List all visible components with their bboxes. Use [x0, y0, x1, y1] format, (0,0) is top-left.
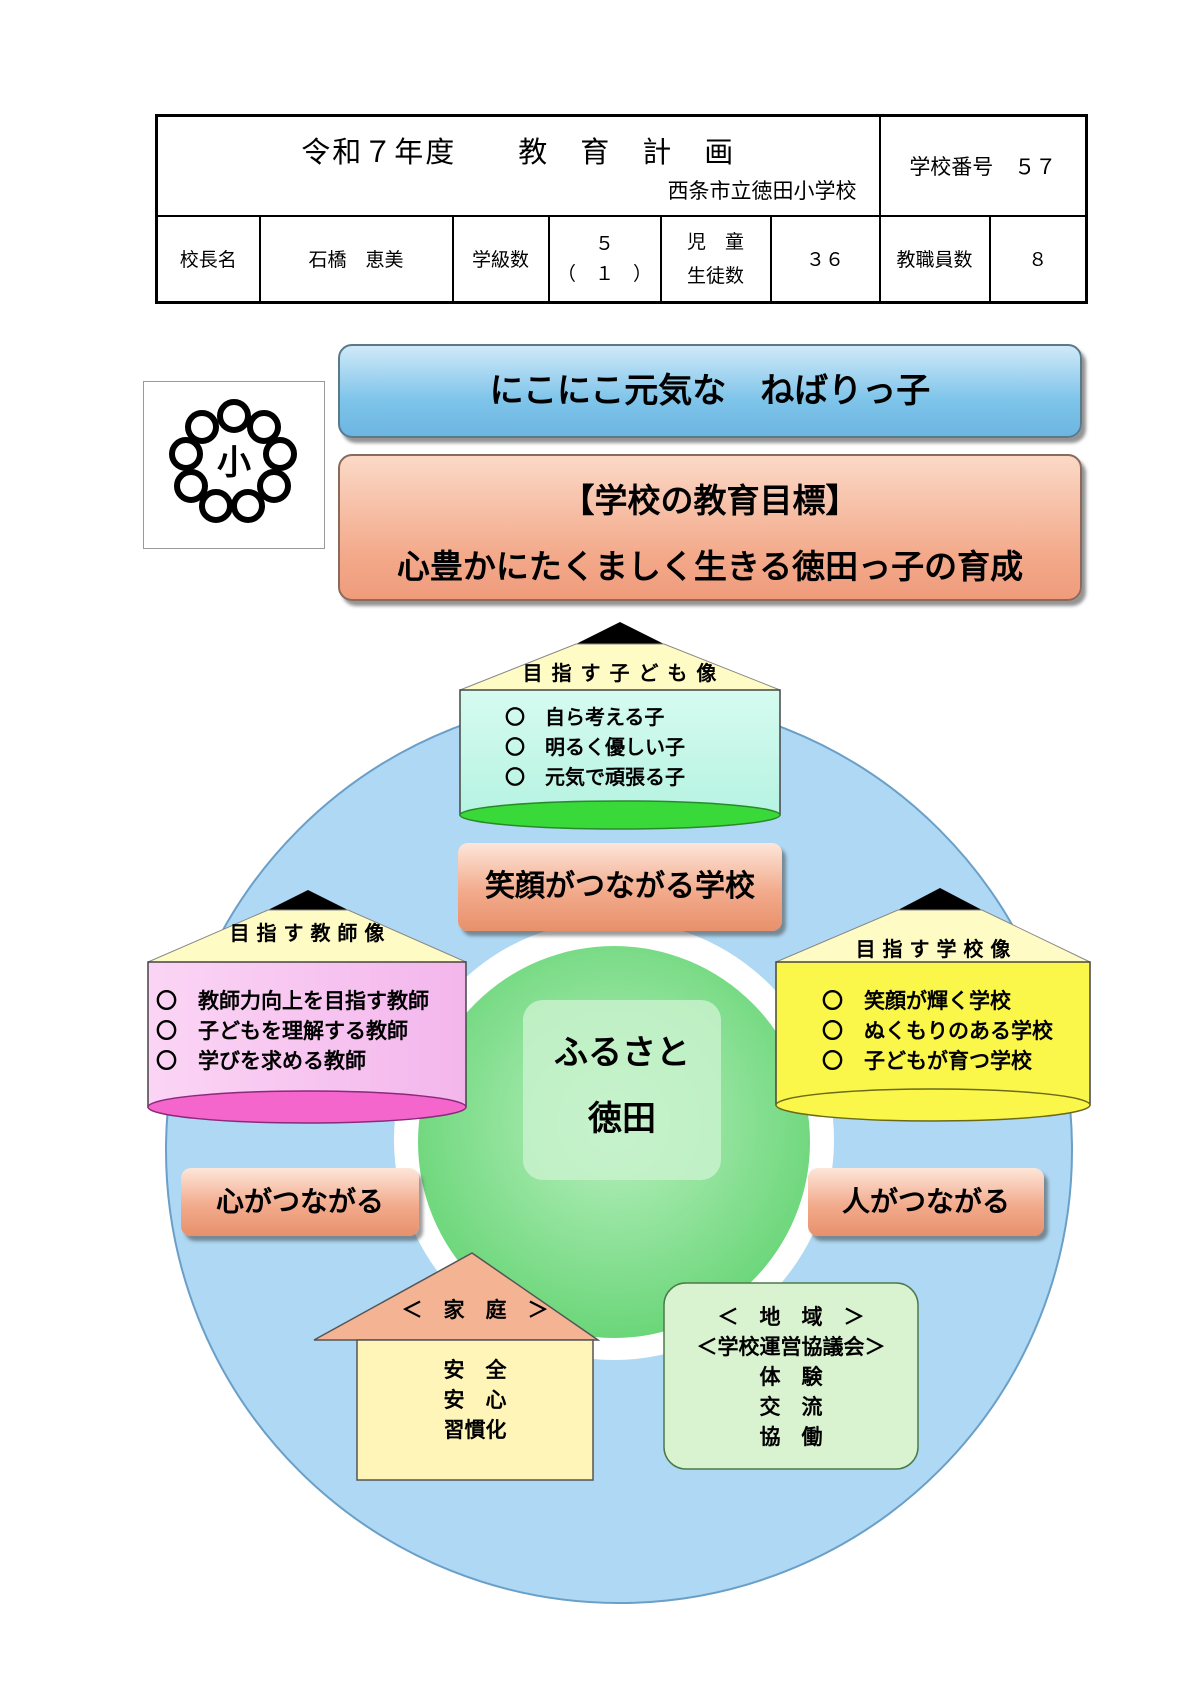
emblem-char: 小	[217, 443, 251, 483]
community-box	[663, 1282, 919, 1470]
center-panel	[523, 1000, 721, 1180]
classes-label: 学級数	[451, 214, 550, 304]
goal-heading: 【学校の教育目標】	[561, 481, 859, 520]
students-label-2: 生徒数	[686, 264, 744, 287]
plan-title: 令和７年度 教 育 計 画	[301, 135, 736, 169]
education-goal-box: 【学校の教育目標】 心豊かにたくましく生きる徳田っ子の育成	[338, 454, 1082, 601]
school-silo	[775, 888, 1091, 1122]
students-label-cell: 児 童 生徒数	[659, 214, 772, 304]
title-cell: 令和７年度 教 育 計 画 西条市立徳田小学校	[155, 114, 881, 217]
staff-value: ８	[988, 214, 1088, 304]
goal-text: 心豊かにたくましく生きる徳田っ子の育成	[396, 547, 1024, 586]
community-title: ＜ 地 域 ＞	[717, 1305, 865, 1329]
children-item: 〇 明るく優しい子	[505, 735, 685, 759]
community-item: 協 働	[759, 1425, 823, 1449]
community-item: 体 験	[759, 1365, 823, 1389]
students-value: ３６	[769, 214, 881, 304]
classes-value-cell: ５ （ １ ）	[547, 214, 662, 304]
teachers-item: 〇 子どもを理解する教師	[156, 1019, 408, 1043]
children-silo	[459, 622, 781, 830]
home-item: 安 心	[443, 1388, 507, 1412]
smile-connect-label: 笑顔がつながる学校	[458, 843, 782, 931]
students-label-1: 児 童	[686, 230, 744, 253]
school-title: 目 指 す 学 校 像	[855, 937, 1011, 961]
teachers-silo	[147, 890, 467, 1124]
school-name: 西条市立徳田小学校	[667, 178, 857, 203]
children-item: 〇 元気で頑張る子	[505, 765, 685, 789]
home-item: 安 全	[443, 1358, 507, 1382]
principal-label: 校長名	[155, 214, 261, 304]
classes-value: ５	[594, 232, 614, 255]
school-item: 〇 子どもが育つ学校	[822, 1049, 1032, 1073]
school-emblem-icon: 小	[143, 381, 325, 549]
school-item: 〇 笑顔が輝く学校	[822, 989, 1011, 1013]
header-table: 令和７年度 教 育 計 画 西条市立徳田小学校 学校番号 ５７ 校長名 石橋 恵…	[155, 114, 1089, 304]
emblem-graphic: 小	[169, 399, 297, 523]
principal-name: 石橋 恵美	[258, 214, 454, 304]
teachers-item: 〇 学びを求める教師	[156, 1049, 366, 1073]
teachers-item: 〇 教師力向上を目指す教師	[156, 989, 429, 1013]
community-item: 交 流	[759, 1395, 823, 1419]
children-title: 目 指 す 子 ど も 像	[522, 661, 718, 685]
center-line-2: 徳田	[588, 1099, 656, 1139]
center-line-1: ふるさと	[554, 1033, 690, 1073]
school-item: 〇 ぬくもりのある学校	[822, 1019, 1053, 1043]
heart-connect-label: 心がつながる	[181, 1168, 419, 1236]
school-number: 学校番号 ５７	[878, 114, 1088, 217]
school-slogan: にこにこ元気な ねばりっ子	[338, 344, 1082, 438]
teachers-title: 目 指 す 教 師 像	[229, 921, 385, 945]
staff-label: 教職員数	[878, 214, 991, 304]
home-item: 習慣化	[443, 1418, 507, 1442]
children-item: 〇 自ら考える子	[505, 705, 665, 729]
classes-sub: （ １ ）	[556, 262, 652, 285]
community-subtitle: ＜学校運営協議会＞	[696, 1335, 886, 1359]
home-title: ＜ 家 庭 ＞	[401, 1298, 549, 1322]
people-connect-label: 人がつながる	[808, 1168, 1044, 1236]
home-house-icon	[313, 1252, 601, 1481]
